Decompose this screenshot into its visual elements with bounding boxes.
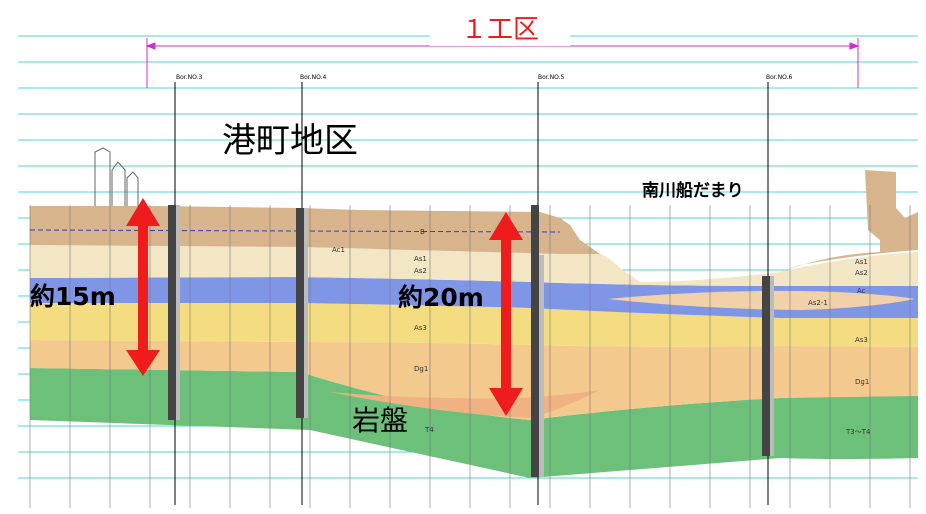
as3-label: As3	[414, 324, 427, 332]
district-label: 港町地区	[222, 121, 358, 161]
right-as3-label: As3	[855, 336, 868, 344]
right-as2-label: As2	[855, 269, 868, 277]
ac-clay-layer	[30, 277, 918, 318]
dg1-layer	[30, 340, 918, 420]
borehole-4	[296, 82, 308, 505]
depth-right-label: 約20m	[398, 283, 484, 312]
strata-layers	[30, 170, 918, 478]
building-silhouettes	[94, 147, 139, 206]
right-dg1-label: Dg1	[855, 378, 869, 386]
depth-left-label: 約15m	[30, 282, 116, 311]
borehole-4-id: Bor.NO.4	[300, 74, 326, 81]
right-t3t4-label: T3〜T4	[845, 428, 871, 436]
groundwater-level-line	[29, 229, 561, 233]
bedrock-label: 岩盤	[352, 404, 408, 437]
b-label: B	[420, 228, 425, 236]
anchorage-label: 南川船だまり	[642, 180, 744, 201]
borehole-3-id: Bor.NO.3	[176, 74, 202, 81]
as2-1-lens	[608, 290, 915, 310]
depth-arrow-left	[126, 198, 160, 376]
t4-label: T4	[424, 426, 434, 434]
dg1-label: Dg1	[414, 365, 428, 373]
borehole-3	[168, 82, 180, 505]
as3-layer	[30, 303, 918, 347]
as1-label: As1	[414, 255, 427, 263]
right-as2-1-label: As2-1	[808, 299, 828, 307]
strata-labels: Ac1 As1 As2 B As3 Dg1 T4 As1 As2 Ac As2-…	[332, 228, 871, 436]
depth-arrow-right	[489, 212, 523, 416]
borehole-headers: Bor.NO.3 Bor.NO.4 Bor.NO.5 Bor.NO.6	[176, 74, 792, 81]
zone-title-backdrop	[430, 14, 570, 46]
right-ac-label: Ac	[857, 287, 866, 295]
borehole-5-id: Bor.NO.5	[538, 74, 564, 81]
as2-label: As2	[414, 267, 427, 275]
borehole-5	[531, 82, 544, 505]
borehole-6	[762, 82, 774, 505]
fill-layer-right	[780, 170, 918, 272]
as1-as2-layer	[30, 245, 918, 286]
ac1-label: Ac1	[332, 246, 345, 254]
borehole-6-id: Bor.NO.6	[766, 74, 792, 81]
right-as1-label: As1	[855, 258, 868, 266]
bedrock-layer	[30, 368, 918, 478]
station-grid-lines	[29, 205, 911, 508]
zone-title: １工区	[461, 15, 539, 45]
